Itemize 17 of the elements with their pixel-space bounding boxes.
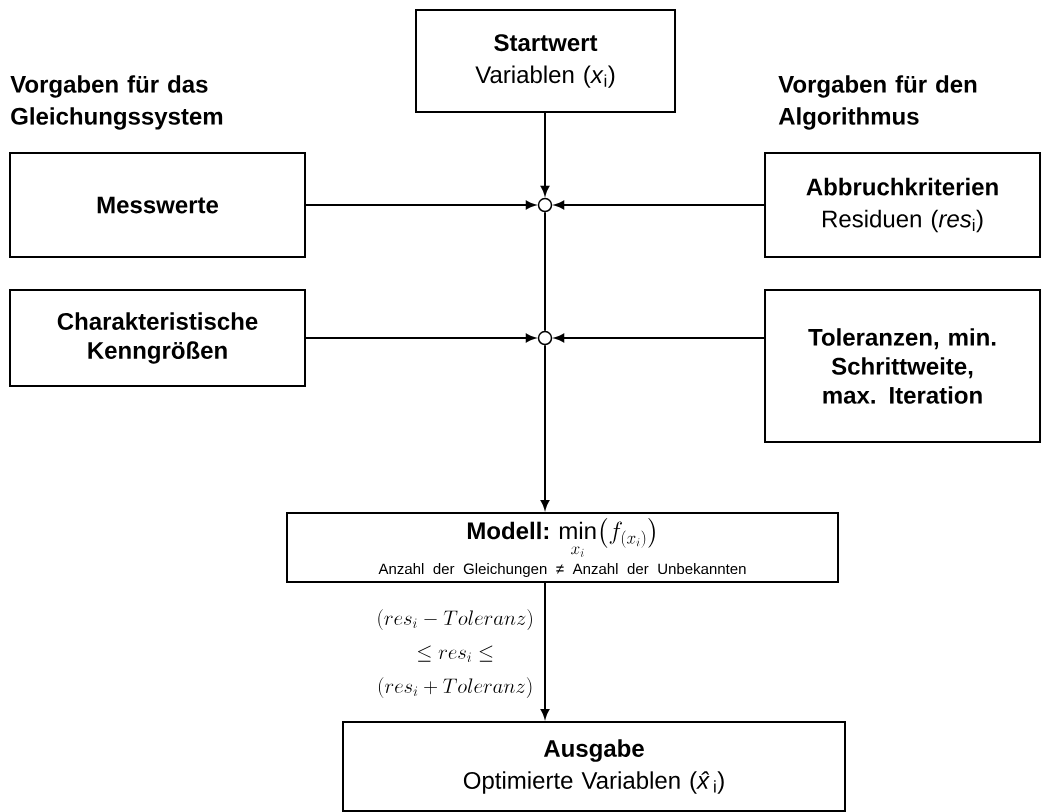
arrow: [540, 582, 550, 719]
process-box: Modell: $\min\limits_{x_i}\bigl(f_{(x_i)}\bigr)$ Anzahl der Gleichungen ≠ Anzahl der Unbekannten: [286, 512, 839, 583]
process-box: Toleranzen, min. Schrittweite, max. Iteration: [764, 289, 1041, 443]
arrow: [540, 112, 550, 195]
arrow: [555, 333, 765, 343]
arrow: [540, 344, 550, 510]
arrow: [305, 200, 535, 210]
section-heading: Vorgaben für das Gleichungssystem: [10, 75, 223, 130]
edge-label: $\begin{array}{c}(res_i - Toleranz)\\ \le res_i \le\\ (res_i + Toleranz)\end{array}$: [369, 599, 541, 705]
process-box: Charakteristische Kenngrößen: [9, 289, 306, 387]
process-box: Startwert Variablen (x$_{i}$): [415, 9, 676, 113]
process-box: Messwerte: [9, 152, 306, 258]
arrow: [305, 333, 535, 343]
section-heading: Vorgaben für den Algorithmus: [778, 75, 977, 130]
arrow: [555, 200, 765, 210]
process-box: Abbruchkriterien Residuen (res$_{i}$): [764, 152, 1041, 258]
process-box: Ausgabe Optimierte Variablen (x̂$_{i}$): [342, 721, 846, 812]
